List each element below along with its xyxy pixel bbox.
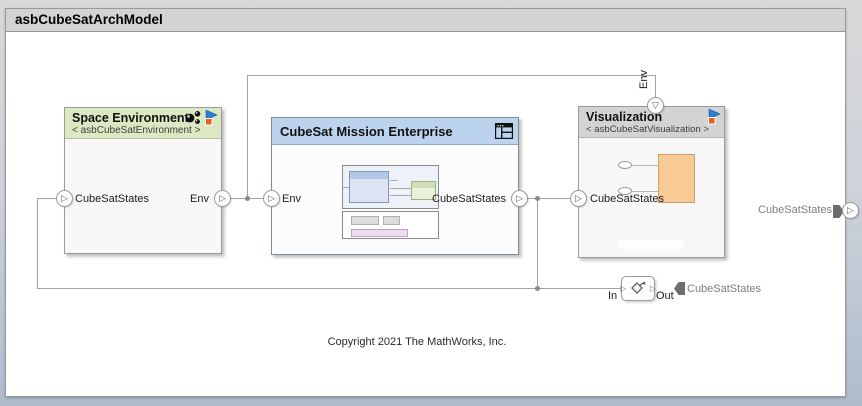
space-environment-stereotype: < asbCubeSatEnvironment > — [72, 125, 201, 136]
mission-enterprise-title: CubeSat Mission Enterprise — [280, 123, 453, 139]
space-environment-title: Space Environment — [72, 111, 189, 125]
space-environment-in-port-label: CubeSatStates — [75, 193, 149, 205]
root-output-port[interactable]: ▷ — [842, 202, 859, 219]
preview-oval-connector — [618, 161, 632, 169]
space-environment-header: Space Environment < asbCubeSatEnvironmen… — [65, 108, 221, 139]
mission-enterprise-header: CubeSat Mission Enterprise — [272, 118, 518, 145]
simulink-link-badge-icon — [706, 109, 721, 125]
wire-states-bottom[interactable] — [37, 288, 621, 289]
visualization-title: Visualization — [586, 110, 663, 124]
preview-line — [632, 165, 658, 166]
adapter-block[interactable]: ▷ ▷ — [620, 276, 656, 301]
wire-env-branch-up[interactable] — [247, 75, 248, 199]
visualization-top-port-label: Env — [638, 70, 650, 89]
preview-strip — [617, 240, 684, 249]
space-environment-out-port[interactable]: ▷ — [214, 190, 231, 207]
visualization-top-in-port[interactable]: ▽ — [647, 97, 664, 114]
in-port-triangle-icon: ▷ — [575, 193, 582, 203]
visualization-preview-block — [658, 154, 695, 203]
preview-ground-segment-block — [411, 181, 436, 200]
mission-enterprise-out-port[interactable]: ▷ — [511, 190, 528, 207]
visualization-stereotype: < asbCubeSatVisualization > — [586, 124, 710, 135]
adapter-diamond-icon — [630, 281, 647, 297]
mission-enterprise-preview-services — [342, 211, 439, 239]
preview-line — [632, 191, 658, 192]
port-stub-icon[interactable] — [833, 205, 844, 218]
adapter-in-chevron-icon: ▷ — [620, 284, 627, 293]
down-port-triangle-icon: ▽ — [652, 100, 659, 110]
in-port-triangle-icon: ▷ — [61, 193, 68, 203]
wire-junction-dot — [535, 196, 540, 201]
adapter-signal-label: CubeSatStates — [687, 283, 761, 295]
root-output-port-label: CubeSatStates — [758, 204, 832, 216]
wire-states-to-visualization[interactable] — [519, 198, 578, 199]
wire-env-down-to-visualization[interactable] — [655, 75, 656, 98]
preview-space-segment-block — [349, 171, 389, 203]
wire-states-branch-down[interactable] — [537, 198, 538, 289]
model-title-bar: asbCubeSatArchModel — [5, 8, 846, 32]
component-space-environment[interactable]: Space Environment < asbCubeSatEnvironmen… — [64, 107, 222, 254]
visualization-in-port-label: CubeSatStates — [590, 193, 664, 205]
mission-enterprise-in-port[interactable]: ▷ — [263, 190, 280, 207]
visualization-header: Visualization < asbCubeSatVisualization … — [579, 107, 724, 138]
space-environment-out-port-label: Env — [190, 193, 209, 205]
out-port-triangle-icon: ▷ — [219, 193, 226, 203]
adapter-out-label: Out — [656, 290, 674, 302]
wire-feedback-left[interactable] — [37, 198, 38, 289]
preview-service-block — [351, 229, 408, 237]
preview-oval-connector — [618, 187, 632, 195]
simulink-link-badge-icon — [203, 110, 218, 126]
wire-env-top[interactable] — [247, 75, 655, 76]
mission-enterprise-in-port-label: Env — [282, 193, 301, 205]
model-spheres-icon — [185, 110, 202, 126]
adapter-in-label: In — [608, 290, 618, 302]
wire-feedback-into-space-env[interactable] — [37, 198, 64, 199]
out-port-triangle-icon: ▷ — [516, 193, 523, 203]
copyright-annotation: Copyright 2021 The MathWorks, Inc. — [327, 336, 507, 348]
wire-junction-dot — [535, 286, 540, 291]
port-stub-icon[interactable] — [674, 282, 685, 295]
out-port-triangle-icon: ▷ — [847, 205, 854, 215]
component-cubesat-mission-enterprise[interactable]: CubeSat Mission Enterprise — [271, 117, 519, 255]
visualization-in-port[interactable]: ▷ — [570, 190, 587, 207]
preview-service-block — [351, 216, 379, 225]
preview-service-block — [383, 216, 400, 225]
mission-enterprise-out-port-label: CubeSatStates — [432, 193, 506, 205]
space-environment-in-port[interactable]: ▷ — [56, 190, 73, 207]
content-preview-icon — [495, 123, 513, 139]
adapter-out-chevron-icon: ▷ — [649, 284, 656, 293]
component-visualization[interactable]: Visualization < asbCubeSatVisualization … — [578, 106, 725, 258]
model-title: asbCubeSatArchModel — [15, 12, 163, 27]
wire-junction-dot — [245, 196, 250, 201]
in-port-triangle-icon: ▷ — [268, 193, 275, 203]
mission-enterprise-preview-architecture — [342, 165, 439, 209]
